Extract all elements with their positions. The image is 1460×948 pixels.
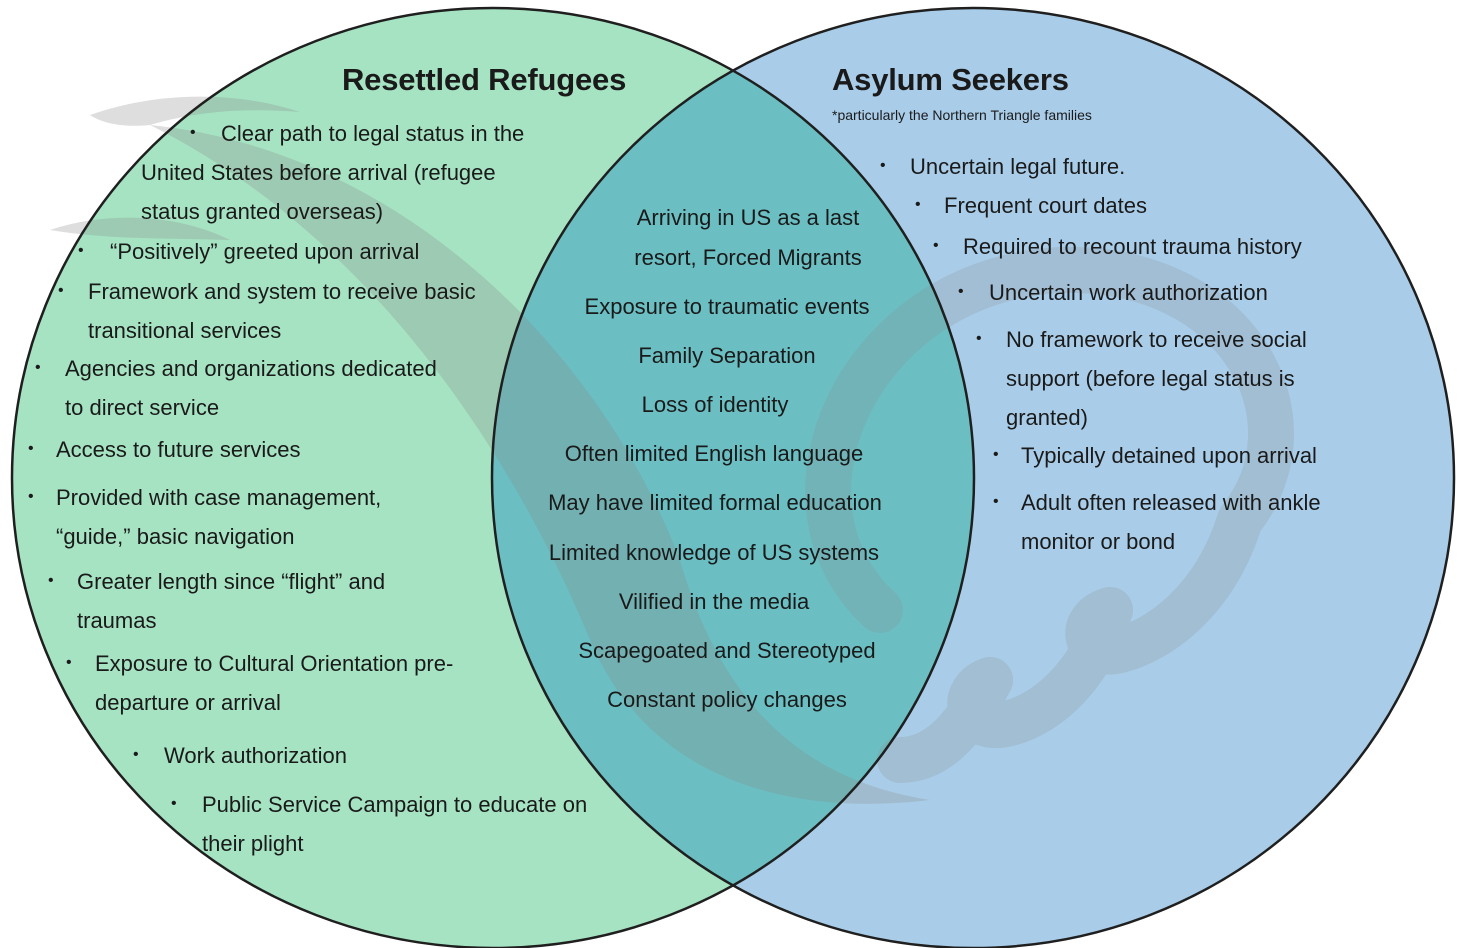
bullet-icon: • — [133, 746, 139, 763]
overlap-item-line: Arriving in US as a last — [636, 205, 860, 230]
overlap-item-line: Constant policy changes — [607, 687, 847, 712]
bullet-icon: • — [28, 488, 34, 505]
left-set-item-line: United States before arrival (refugee — [141, 160, 496, 185]
right-set-item-line: granted) — [1006, 405, 1088, 430]
left-set-item-line: Clear path to legal status in the — [221, 121, 525, 146]
right-set-item-line: Uncertain legal future. — [910, 154, 1126, 179]
right-set-item-line: Frequent court dates — [944, 193, 1148, 218]
overlap-item-line: Loss of identity — [641, 392, 789, 417]
right-set-title: Asylum Seekers — [832, 62, 1069, 97]
overlap-item-line: Family Separation — [638, 343, 816, 368]
bullet-icon: • — [58, 282, 64, 299]
left-set-item-line: departure or arrival — [95, 690, 281, 715]
bullet-icon: • — [66, 654, 72, 671]
left-set-item-line: traumas — [77, 608, 157, 633]
overlap-item-line: Limited knowledge of US systems — [548, 540, 880, 565]
right-set-footnote: *particularly the Northern Triangle fami… — [832, 107, 1092, 123]
left-set-item-line: Work authorization — [164, 743, 348, 768]
left-set-item-line: Access to future services — [56, 437, 301, 462]
bullet-icon: • — [78, 242, 84, 259]
right-set-item-line: Required to recount trauma history — [963, 234, 1302, 259]
right-set-item-line: support (before legal status is — [1006, 366, 1295, 391]
right-set-item-line: monitor or bond — [1021, 529, 1176, 554]
left-set-item-line: “guide,” basic navigation — [56, 524, 295, 549]
left-set-item-line: transitional services — [88, 318, 282, 343]
overlap-item-line: Often limited English language — [564, 441, 864, 466]
bullet-icon: • — [915, 196, 921, 213]
left-set-item-line: Framework and system to receive basic — [88, 279, 476, 304]
bullet-icon: • — [35, 359, 41, 376]
left-set-item-line: Public Service Campaign to educate on — [202, 792, 588, 817]
left-set-item-line: “Positively” greeted upon arrival — [110, 239, 420, 264]
left-set-item-line: Agencies and organizations dedicated — [65, 356, 437, 381]
left-set-item-line: status granted overseas) — [141, 199, 384, 224]
bullet-icon: • — [28, 440, 34, 457]
left-circle-outline — [10, 6, 976, 948]
watermark-swoosh-icon — [50, 96, 930, 804]
left-set-item-line: Provided with case management, — [56, 485, 382, 510]
bullet-icon: • — [880, 157, 886, 174]
bullet-icon: • — [190, 124, 196, 141]
bullet-icon: • — [993, 493, 999, 510]
left-set-item-line: Greater length since “flight” and — [77, 569, 386, 594]
left-set-item-line: Exposure to Cultural Orientation pre- — [95, 651, 454, 676]
right-set-item-line: Uncertain work authorization — [989, 280, 1268, 305]
right-circle-outline — [490, 6, 1456, 948]
watermark-spiral-icon — [805, 246, 1294, 783]
bullet-icon: • — [993, 446, 999, 463]
right-set-item-line: No framework to receive social — [1006, 327, 1307, 352]
left-set-item-line: to direct service — [65, 395, 220, 420]
bullet-icon: • — [171, 795, 177, 812]
overlap-item-line: resort, Forced Migrants — [634, 245, 862, 270]
bullet-icon: • — [958, 283, 964, 300]
bullet-icon: • — [48, 572, 54, 589]
right-set-item-line: Adult often released with ankle — [1021, 490, 1321, 515]
overlap-item-line: Scapegoated and Stereotyped — [578, 638, 876, 663]
bullet-icon: • — [976, 330, 982, 347]
left-set-title: Resettled Refugees — [342, 62, 627, 97]
overlap-item-line: Vilified in the media — [618, 589, 810, 614]
overlap-item-line: Exposure to traumatic events — [584, 294, 870, 319]
bullet-icon: • — [933, 237, 939, 254]
overlap-item-line: May have limited formal education — [548, 490, 882, 515]
right-set-item-line: Typically detained upon arrival — [1021, 443, 1317, 468]
left-set-item-line: their plight — [202, 831, 304, 856]
